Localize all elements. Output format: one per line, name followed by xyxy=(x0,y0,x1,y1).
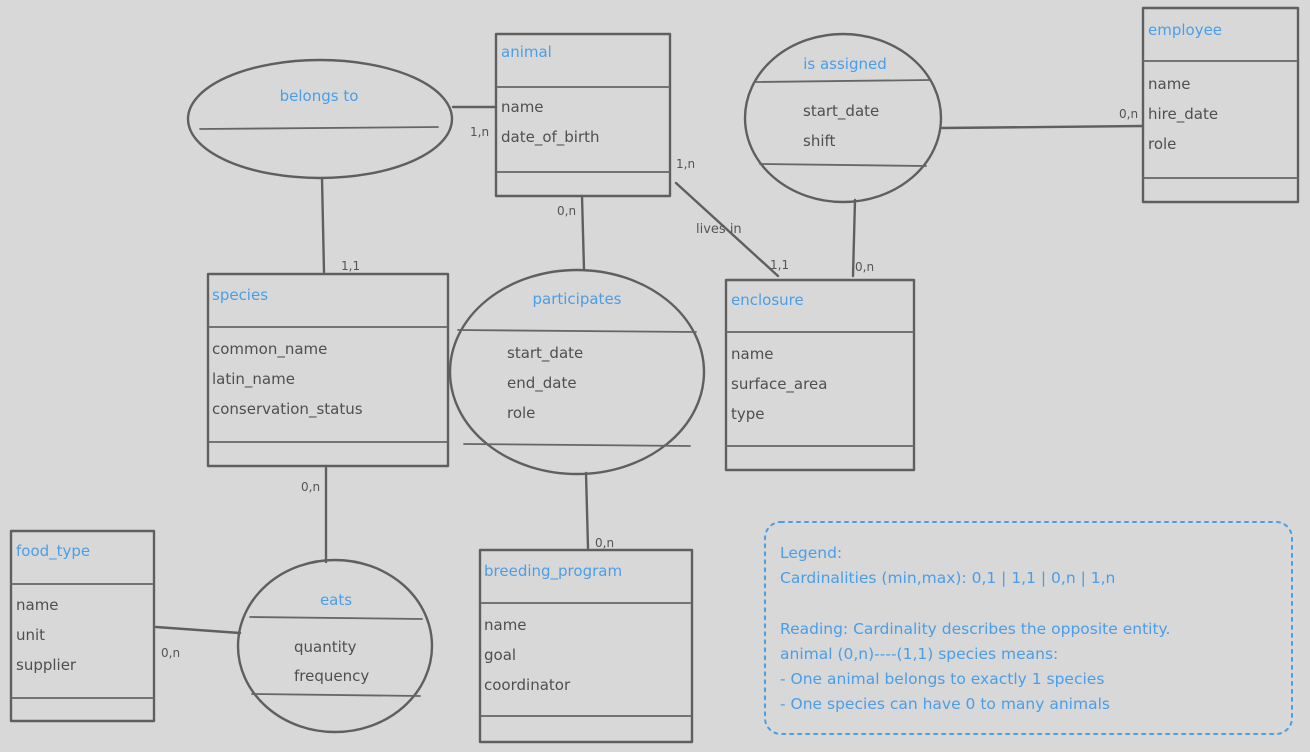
relationship-attribute: start_date xyxy=(803,102,879,121)
entity-breeding-program[interactable]: breeding_program name goal coordinator xyxy=(478,548,694,744)
relationship-participates[interactable]: participates start_date end_date role xyxy=(448,268,706,476)
relationship-label-lives-in: lives in xyxy=(696,222,742,237)
cardinality-breeding-participates: 0,n xyxy=(595,536,614,550)
relationship-belongs-to[interactable]: belongs to xyxy=(186,58,454,180)
cardinality-animal-belongs: 1,n xyxy=(470,125,489,139)
line-assigned-employee xyxy=(940,124,1145,130)
connectors xyxy=(154,105,1145,635)
relationship-attribute: shift xyxy=(803,132,836,150)
legend-line: - One animal belongs to exactly 1 specie… xyxy=(780,670,1104,688)
legend-line: - One species can have 0 to many animals xyxy=(780,695,1110,713)
entity-attribute: name xyxy=(731,345,774,363)
cardinality-species-belongs: 1,1 xyxy=(341,259,360,273)
entity-title: employee xyxy=(1148,21,1222,39)
entity-attribute: latin_name xyxy=(212,370,295,389)
legend-line: Legend: xyxy=(780,544,842,562)
cardinality-employee-assigned: 0,n xyxy=(1119,107,1138,121)
entity-food-type[interactable]: food_type name unit supplier xyxy=(9,529,156,723)
cardinality-animal-participates: 0,n xyxy=(557,204,576,218)
entity-species[interactable]: species common_name latin_name conservat… xyxy=(206,272,450,468)
relationship-eats[interactable]: eats quantity frequency xyxy=(236,558,434,734)
relationship-title: belongs to xyxy=(280,87,359,105)
entity-attribute: date_of_birth xyxy=(501,128,600,147)
cardinality-enclosure-assigned: 0,n xyxy=(855,260,874,274)
cardinality-enclosure-lives: 1,1 xyxy=(770,258,789,272)
entity-title: food_type xyxy=(16,542,90,561)
entity-employee[interactable]: employee name hire_date role xyxy=(1141,6,1300,204)
line-assigned-enclosure xyxy=(851,198,857,278)
cardinality-animal-lives: 1,n xyxy=(676,157,695,171)
entity-attribute: name xyxy=(484,616,527,634)
legend-line: Reading: Cardinality describes the oppos… xyxy=(780,620,1170,638)
relationship-title: participates xyxy=(533,290,622,308)
relationship-is-assigned[interactable]: is assigned start_date shift xyxy=(743,32,943,204)
entity-title: species xyxy=(212,286,268,304)
relationship-attribute: end_date xyxy=(507,374,577,393)
line-animal-participates xyxy=(580,194,586,272)
entity-attribute: conservation_status xyxy=(212,400,363,419)
entity-attribute: name xyxy=(501,98,544,116)
line-eats-food xyxy=(154,625,242,635)
relationship-attribute: frequency xyxy=(294,667,369,685)
entity-attribute: name xyxy=(1148,75,1191,93)
entity-enclosure[interactable]: enclosure name surface_area type xyxy=(724,278,916,472)
relationship-title: eats xyxy=(320,591,352,609)
entity-attribute: name xyxy=(16,596,59,614)
entity-title: breeding_program xyxy=(484,562,622,581)
line-participates-breeding xyxy=(584,471,590,550)
entity-attribute: surface_area xyxy=(731,375,827,394)
cardinality-species-eats: 0,n xyxy=(301,480,320,494)
legend-line: Cardinalities (min,max): 0,1 | 1,1 | 0,n… xyxy=(780,569,1115,587)
entity-animal[interactable]: animal name date_of_birth xyxy=(494,32,672,198)
legend-line: animal (0,n)----(1,1) species means: xyxy=(780,645,1058,663)
entity-title: enclosure xyxy=(731,291,804,309)
cardinality-food-eats: 0,n xyxy=(161,646,180,660)
entity-attribute: goal xyxy=(484,646,516,664)
entity-attribute: coordinator xyxy=(484,676,571,694)
line-animal-enclosure xyxy=(674,181,780,278)
entity-attribute: supplier xyxy=(16,656,77,674)
entity-attribute: type xyxy=(731,405,765,423)
entity-attribute: hire_date xyxy=(1148,105,1218,124)
relationship-attribute: role xyxy=(507,404,535,422)
relationship-attribute: quantity xyxy=(294,638,357,656)
entity-attribute: role xyxy=(1148,135,1176,153)
legend: Legend: Cardinalities (min,max): 0,1 | 1… xyxy=(764,521,1293,735)
entity-title: animal xyxy=(501,43,552,61)
relationship-attribute: start_date xyxy=(507,344,583,363)
line-belongs-species xyxy=(320,176,326,274)
entity-attribute: unit xyxy=(16,626,45,644)
cardinalities: 1,n 1,n 0,n 1,1 1,1 0,n 0,n 0,n 0,n 0,n xyxy=(161,107,1138,660)
relationship-title: is assigned xyxy=(803,55,887,73)
entity-attribute: common_name xyxy=(212,340,327,359)
